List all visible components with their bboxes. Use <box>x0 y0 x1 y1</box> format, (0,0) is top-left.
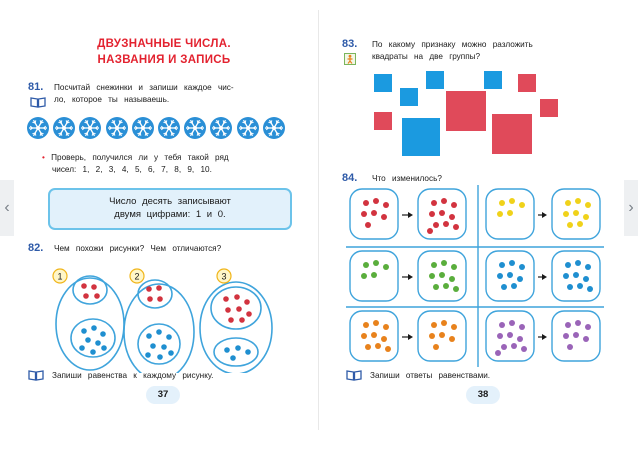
page-number-left: 37 <box>146 386 180 404</box>
green-dots-after <box>417 250 467 302</box>
blue-dots-after <box>551 250 601 302</box>
page-title-line1: ДВУЗНАЧНЫЕ ЧИСЛА. <box>97 38 231 50</box>
check-text-2: чисел: 1, 2, 3, 4, 5, 6, 7, 8, 9, 10. <box>52 165 212 174</box>
check-text-1: • Проверь, получился ли у тебя такой ряд <box>42 153 229 162</box>
orange-dots-before <box>349 310 399 362</box>
exercise-83-text-2: квадраты на две группы? <box>372 52 481 61</box>
blue-square <box>402 118 440 156</box>
exercise-81-text-2: ло, которое ты называешь. <box>54 95 170 104</box>
exercise-82-figures: 1 2 3 <box>52 268 273 373</box>
purple-dots-after <box>551 310 601 362</box>
yellow-dots-before <box>485 188 535 240</box>
snowflake-icon <box>184 117 207 139</box>
snowflake-icon <box>262 117 285 139</box>
book-icon <box>346 370 362 381</box>
chevron-left-icon: ‹ <box>4 199 10 216</box>
snowflake-icon <box>105 117 128 139</box>
red-square <box>540 99 558 117</box>
figure-1-blue-dots <box>79 325 107 355</box>
snowflake-row <box>26 116 306 140</box>
blue-square <box>400 88 418 106</box>
left-page: ДВУЗНАЧНЫЕ ЧИСЛА. НАЗВАНИЯ И ЗАПИСЬ 81. … <box>18 18 310 418</box>
book-icon <box>28 370 44 381</box>
exercise-83-text-1: По какому признаку можно разложить <box>372 40 533 49</box>
rule-line-1: Число десять записывают <box>109 196 231 207</box>
exercise-82-text: Чем похожи рисунки? Чем отличаются? <box>54 244 222 253</box>
red-dots-before <box>349 188 399 240</box>
chevron-right-icon: › <box>628 199 634 216</box>
next-page-button[interactable]: › <box>624 180 638 236</box>
prev-page-button[interactable]: ‹ <box>0 180 14 236</box>
blue-square <box>374 74 392 92</box>
page-title-line2: НАЗВАНИЯ И ЗАПИСЬ <box>97 54 231 66</box>
figure-label-1: 1 <box>57 272 62 282</box>
orange-dots-after <box>417 310 467 362</box>
activity-icon <box>344 53 356 65</box>
figure-2 <box>123 279 195 373</box>
red-square <box>446 91 486 131</box>
exercise-84-grid <box>346 185 604 367</box>
yellow-dots-after <box>551 188 601 240</box>
arrow-right-icon <box>402 274 413 280</box>
blue-dots-before <box>485 250 535 302</box>
arrow-right-icon <box>402 212 413 218</box>
figure-label-3: 3 <box>221 272 226 282</box>
figure-label-2: 2 <box>134 272 139 282</box>
snowflake-icon <box>131 117 154 139</box>
exercise-81-number: 81. <box>28 81 44 93</box>
snowflake-icon <box>158 117 180 139</box>
figure-1 <box>55 275 125 371</box>
exercise-84-number: 84. <box>342 172 358 184</box>
red-square <box>374 112 392 130</box>
snowflake-icon <box>79 117 102 139</box>
exercise-81-text-1: Посчитай снежинки и запиши каждое чис- <box>54 83 234 92</box>
exercise-82-number: 82. <box>28 242 44 254</box>
figure-2-red-dots <box>146 285 163 302</box>
page-number-right: 38 <box>466 386 500 404</box>
arrow-right-icon <box>538 334 547 340</box>
figure-labels: 1 2 3 <box>52 268 232 284</box>
snowflake-icon <box>236 117 259 139</box>
figure-1-red-dots <box>81 283 100 299</box>
arrow-right-icon <box>538 212 547 218</box>
snowflake-icon <box>27 117 49 139</box>
figure-2-blue-dots <box>145 329 174 360</box>
snowflake-icon <box>53 117 76 139</box>
figure-3-red-dots <box>223 294 252 323</box>
rule-line-2: двумя цифрами: 1 и 0. <box>114 209 226 220</box>
red-dots-after <box>417 188 467 240</box>
figure-3 <box>199 281 273 373</box>
exercise-82-footer: Запиши равенства к каждому рисунку. <box>52 371 214 380</box>
squares-figure <box>374 71 558 156</box>
red-square <box>518 74 536 92</box>
exercise-84-footer: Запиши ответы равенствами. <box>370 371 491 380</box>
rule-box: Число десять записывают двумя цифрами: 1… <box>48 188 292 230</box>
purple-dots-before <box>485 310 535 362</box>
book-icon <box>30 97 46 108</box>
arrow-right-icon <box>538 274 547 280</box>
blue-square <box>484 71 502 89</box>
right-page: 83. По какому признаку можно разложить к… <box>326 18 618 418</box>
arrow-right-icon <box>402 334 413 340</box>
snowflake-icon <box>210 117 233 139</box>
red-square <box>492 114 532 154</box>
figure-3-blue-dots <box>224 345 251 361</box>
page-divider <box>318 10 319 430</box>
green-dots-before <box>349 250 399 302</box>
blue-square <box>426 71 444 89</box>
exercise-83-number: 83. <box>342 38 358 50</box>
exercise-84-text: Что изменилось? <box>372 174 442 183</box>
